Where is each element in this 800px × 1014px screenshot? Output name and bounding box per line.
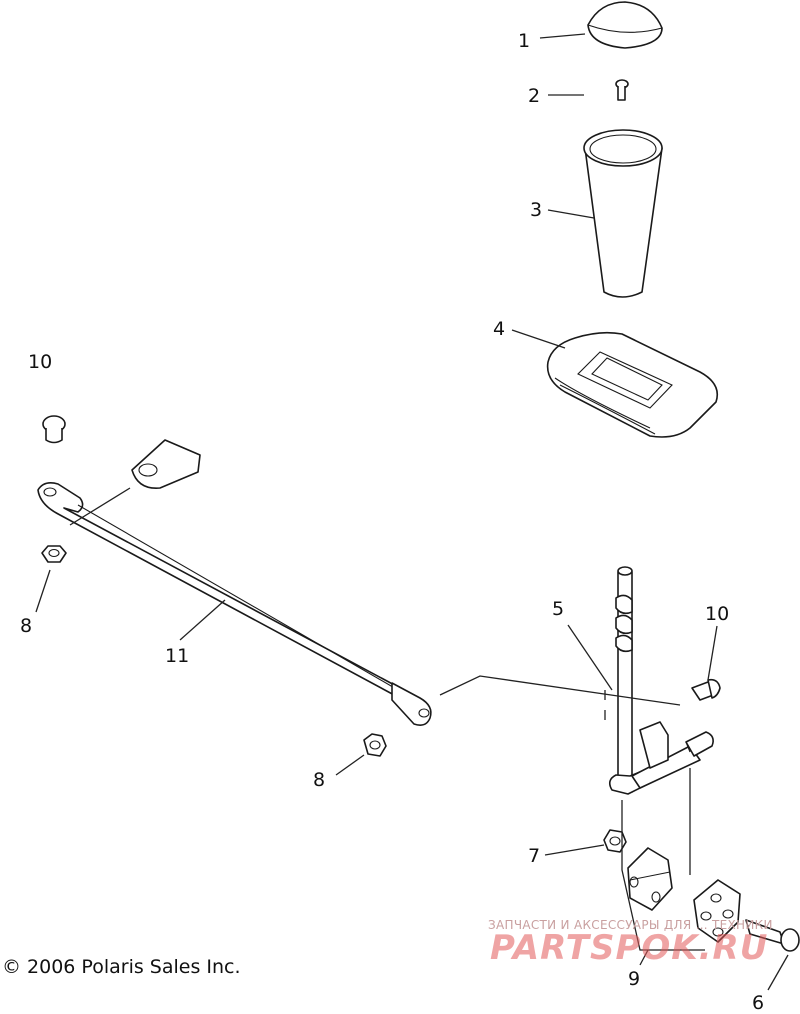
callout-numbers: 1 2 3 4 5 10 7 8 10 8 11 9 6 [20, 30, 764, 1014]
part-3-shift-boot [583, 129, 663, 298]
copyright-notice: © 2006 Polaris Sales Inc. [2, 956, 241, 978]
part-7-nut [603, 829, 627, 853]
callout-7: 7 [528, 845, 540, 867]
part-8-nut-center [363, 733, 387, 757]
part-8-nut-left [41, 545, 67, 563]
callout-9: 9 [628, 968, 640, 990]
callout-6: 6 [752, 992, 764, 1014]
assembly-lines [69, 487, 705, 951]
callout-11: 11 [165, 645, 189, 667]
part-9-linkage-blocks [627, 847, 741, 943]
part-6-bolt [745, 919, 800, 952]
callout-10-left: 10 [28, 351, 52, 373]
part-2-screw [615, 79, 629, 101]
callout-8-center: 8 [313, 769, 325, 791]
callout-5: 5 [552, 598, 564, 620]
callout-3: 3 [530, 199, 542, 221]
bracket-arm [131, 439, 201, 489]
part-4-boot-plate [546, 331, 719, 438]
callout-8-left: 8 [20, 615, 32, 637]
callout-1: 1 [518, 30, 530, 52]
watermark-tagline: ЗАПЧАСТИ И АКСЕССУАРЫ ДЛЯ … ТЕХНИКИ [488, 918, 773, 932]
callout-4: 4 [493, 318, 505, 340]
part-11-shift-rod [37, 482, 432, 726]
callout-leaders [35, 33, 789, 991]
part-1-knob-cap [587, 1, 663, 49]
callout-2: 2 [528, 85, 540, 107]
watermark-logo: PARTSPOK.RU [490, 928, 769, 968]
part-10-bolt-right [691, 678, 721, 701]
callout-10-right: 10 [705, 603, 729, 625]
part-10-bolt-left [42, 415, 66, 444]
part-5-shift-lever [608, 566, 714, 795]
